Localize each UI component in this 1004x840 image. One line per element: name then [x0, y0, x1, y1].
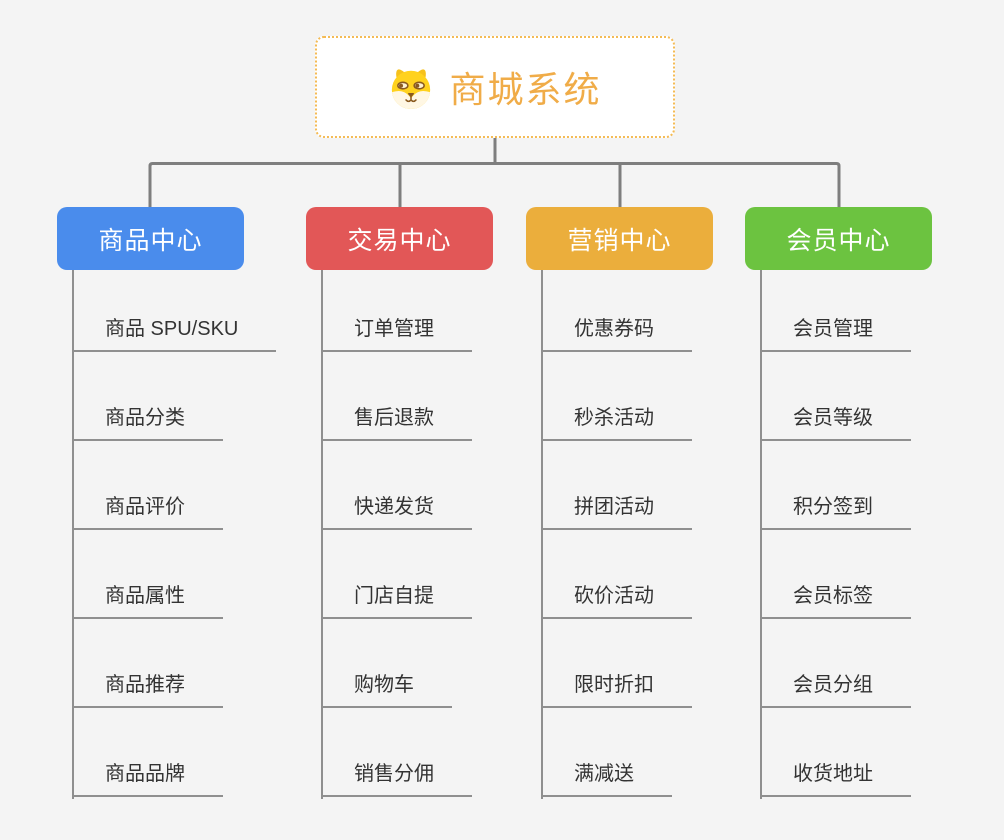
leaf-item[interactable]: 秒杀活动: [541, 405, 692, 441]
leaf-item[interactable]: 优惠券码: [541, 316, 692, 352]
leaf-item[interactable]: 会员等级: [760, 405, 911, 441]
branch-node-product-center[interactable]: 商品中心: [57, 207, 244, 270]
branch-node-marketing-center[interactable]: 营销中心: [526, 207, 713, 270]
branch-label: 营销中心: [567, 226, 672, 255]
leaf-item[interactable]: 门店自提: [321, 583, 472, 619]
leaf-item[interactable]: 商品 SPU/SKU: [72, 316, 277, 352]
leaf-item[interactable]: 会员管理: [760, 316, 911, 352]
branch-label: 会员中心: [786, 226, 891, 255]
leaf-item[interactable]: 订单管理: [321, 316, 472, 352]
root-node-mall-system[interactable]: 商城系统: [315, 36, 675, 138]
leaf-item[interactable]: 积分签到: [760, 494, 911, 530]
leaf-item[interactable]: 限时折扣: [541, 672, 692, 708]
leaf-item[interactable]: 收货地址: [760, 761, 911, 797]
dog-face-icon: [392, 69, 431, 110]
leaf-item[interactable]: 会员标签: [760, 583, 911, 619]
leaf-item[interactable]: 商品品牌: [72, 761, 223, 797]
leaf-item[interactable]: 商品分类: [72, 405, 223, 441]
leaf-item[interactable]: 售后退款: [321, 405, 472, 441]
leaf-item[interactable]: 购物车: [321, 672, 452, 708]
leaf-item[interactable]: 满减送: [541, 761, 672, 797]
branch-node-member-center[interactable]: 会员中心: [745, 207, 932, 270]
leaf-item[interactable]: 快递发货: [321, 494, 472, 530]
branch-label: 交易中心: [347, 226, 452, 255]
leaf-column-marketing-center: 优惠券码 秒杀活动 拼团活动 砍价活动 限时折扣 满减送: [541, 270, 781, 797]
leaf-item[interactable]: 商品评价: [72, 494, 223, 530]
leaf-column-trade-center: 订单管理 售后退款 快递发货 门店自提 购物车 销售分佣: [321, 270, 561, 797]
leaf-item[interactable]: 拼团活动: [541, 494, 692, 530]
root-title: 商城系统: [449, 69, 602, 110]
leaf-item[interactable]: 商品推荐: [72, 672, 223, 708]
leaf-item[interactable]: 砍价活动: [541, 583, 692, 619]
leaf-item[interactable]: 销售分佣: [321, 761, 472, 797]
leaf-column-member-center: 会员管理 会员等级 积分签到 会员标签 会员分组 收货地址: [760, 270, 1000, 797]
branch-label: 商品中心: [98, 226, 203, 255]
leaf-column-product-center: 商品 SPU/SKU 商品分类 商品评价 商品属性 商品推荐 商品品牌: [72, 270, 312, 797]
branch-node-trade-center[interactable]: 交易中心: [306, 207, 493, 270]
leaf-item[interactable]: 会员分组: [760, 672, 911, 708]
leaf-item[interactable]: 商品属性: [72, 583, 223, 619]
